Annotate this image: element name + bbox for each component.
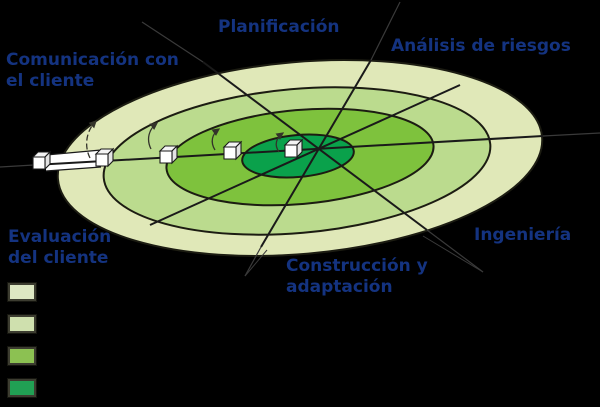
rotation-arrow-2: [211, 128, 221, 151]
se-needle-line-a: [426, 229, 484, 273]
label-comunicacion-con-el-cliente: Comunicación con el cliente: [6, 50, 179, 91]
task-cube-5: [284, 139, 303, 158]
entry-channel-bottom-edge: [45, 166, 102, 172]
sw-needle-line-b: [244, 249, 268, 277]
nw-se-quadrant-line: [202, 61, 428, 231]
legend-swatch-1: [7, 282, 37, 302]
label-ingenieria: Ingeniería: [474, 225, 572, 245]
horizontal-axis-right-segment: [542, 132, 600, 137]
task-cube-4: [223, 141, 242, 160]
label-evaluacion-del-cliente: Evaluación del cliente: [8, 227, 112, 268]
se-needle-line-b: [422, 235, 484, 273]
n-line-outer-segment: [370, 1, 401, 61]
n-sw-quadrant-line: [260, 59, 372, 248]
rotation-arrow-1: [147, 122, 159, 150]
label-planificacion: Planificación: [218, 17, 340, 37]
horizontal-axis-left-segment: [0, 164, 35, 168]
nw-line-outer-segment: [141, 21, 204, 63]
task-cube-3: [159, 145, 178, 164]
legend-swatch-3: [7, 346, 37, 366]
label-analisis-de-riesgos: Análisis de riesgos: [391, 36, 571, 56]
task-cube-2: [95, 148, 114, 167]
sw-needle-line-a: [244, 246, 262, 277]
label-construccion-y-adaptacion: Construcción y adaptación: [286, 256, 428, 297]
spiral-entry-channel: [46, 150, 101, 171]
legend-swatch-2: [7, 314, 37, 334]
entry-channel-top-edge: [45, 149, 102, 156]
task-cube-1: [32, 151, 51, 170]
sw-ne-quadrant-line: [149, 84, 461, 226]
spiral-entry-arrow: [85, 120, 97, 159]
legend-swatch-4: [7, 378, 37, 398]
rotation-arrow-3: [275, 132, 285, 153]
